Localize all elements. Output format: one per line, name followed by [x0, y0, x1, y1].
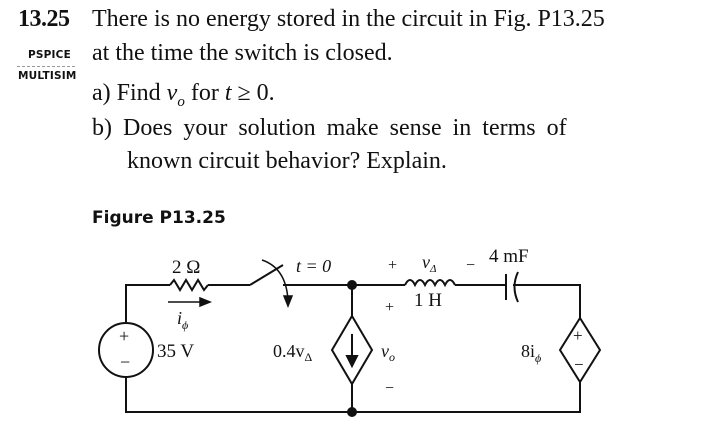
vo-sub: o — [389, 350, 395, 364]
part-b-line1: b) Does your solution make sense in term… — [92, 115, 567, 142]
part-b-text1: Does your solution make sense in terms o… — [123, 115, 567, 141]
vo-plus: + — [385, 299, 394, 316]
part-a-subscript: o — [177, 93, 185, 110]
part-a-text: Find — [116, 80, 167, 106]
vo-label: v — [381, 341, 389, 361]
figure-label: Figure P13.25 — [92, 208, 226, 228]
svg-text:iϕ: iϕ — [177, 308, 188, 332]
part-a-variable: v — [166, 80, 178, 106]
dep-voltage-sub: ϕ — [535, 351, 541, 365]
capacitor-plate-curved — [513, 271, 519, 303]
dep-current-sub: Δ — [305, 350, 313, 364]
vdelta-minus: − — [466, 257, 475, 274]
inductor-1h — [404, 279, 456, 288]
switch-label: t = 0 — [296, 256, 331, 276]
multisim-tag: MULTISIM — [18, 70, 77, 82]
source-minus: − — [120, 352, 130, 372]
switch-blade — [249, 264, 284, 286]
vo-minus: − — [385, 380, 394, 397]
dep-source-minus: − — [574, 355, 584, 374]
resistor-2ohm — [169, 278, 209, 292]
part-b-label: b) — [92, 115, 112, 141]
problem-statement-line2: at the time the switch is closed. — [92, 40, 393, 66]
vdelta-sub: Δ — [429, 263, 436, 275]
independent-voltage-source — [98, 322, 154, 378]
tag-divider — [17, 66, 75, 67]
source-plus: + — [119, 326, 129, 346]
inductor-label: 1 H — [414, 290, 442, 311]
part-a: a) Find vo for t ≥ 0. — [92, 80, 275, 111]
capacitor-label: 4 mF — [489, 246, 529, 267]
svg-text:0.4vΔ: 0.4vΔ — [273, 341, 313, 364]
part-a-t: t — [224, 80, 232, 106]
part-b-line2: known circuit behavior? Explain. — [127, 148, 447, 174]
vdelta-plus: + — [388, 257, 397, 274]
svg-text:8iϕ: 8iϕ — [521, 341, 541, 365]
part-a-label: a) — [92, 80, 111, 106]
pspice-tag: PSPICE — [28, 49, 71, 61]
problem-number: 13.25 — [18, 6, 70, 32]
node-bottom — [347, 407, 357, 417]
current-sub: ϕ — [182, 318, 188, 332]
part-a-for: for — [184, 80, 225, 106]
dep-current-label: 0.4v — [273, 341, 305, 361]
resistor-label: 2 Ω — [172, 257, 200, 278]
dep-source-plus: + — [573, 326, 583, 345]
vdelta-label: v — [422, 252, 430, 272]
current-label: i — [177, 308, 182, 328]
svg-text:vo: vo — [381, 341, 395, 364]
wire-left-top — [125, 284, 170, 322]
svg-text:vΔ: vΔ — [422, 252, 436, 275]
part-a-condition: ≥ 0. — [231, 80, 275, 106]
dep-voltage-label: 8i — [521, 341, 535, 361]
problem-statement-line1: There is no energy stored in the circuit… — [92, 6, 605, 32]
node-top — [347, 280, 357, 290]
source-voltage-label: 35 V — [157, 341, 194, 362]
